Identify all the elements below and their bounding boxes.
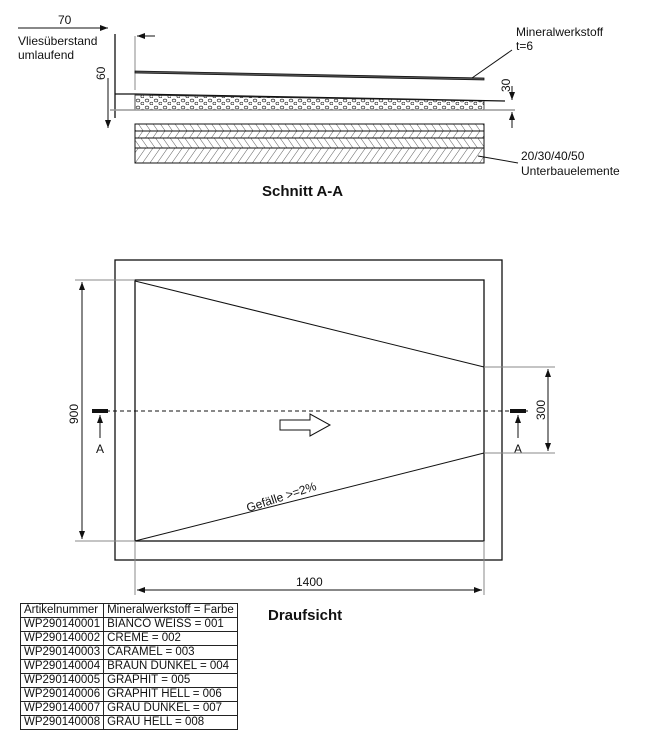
cell-article: WP290140001: [19, 617, 105, 632]
table-header: Artikelnummer Mineralwerkstoff = Farbe: [19, 603, 238, 618]
cell-article: WP290140002: [19, 631, 105, 646]
cell-article: WP290140007: [19, 701, 105, 716]
section-mark-left: A: [96, 442, 104, 456]
cell-color: BIANCO WEISS = 001: [103, 617, 238, 632]
base-elements: [134, 123, 485, 164]
base-label-2: Unterbauelemente: [521, 164, 620, 178]
section-mark-right: A: [514, 442, 522, 456]
section-view: 70 Vliesüberstand umlaufend 60 30 Minera…: [18, 13, 620, 200]
cell-color: GRAPHIT HELL = 006: [103, 687, 238, 702]
dim-depth: 900: [67, 404, 81, 424]
cell-article: WP290140006: [19, 687, 105, 702]
cell-color: CREME = 002: [103, 631, 238, 646]
cell-color: GRAPHIT = 005: [103, 673, 238, 688]
dim-drain: 300: [534, 400, 548, 420]
cell-article: WP290140008: [19, 715, 105, 730]
cell-article: WP290140004: [19, 659, 105, 674]
flow-arrow-icon: [279, 413, 332, 437]
plan-view: A A Gefälle >=2% 900 300 1400 Draufsicht: [67, 259, 555, 624]
material-label-2: t=6: [516, 39, 533, 53]
dim-height-right: 30: [499, 78, 513, 92]
cell-color: BRAUN DUNKEL = 004: [103, 659, 238, 674]
overhang-label-1: Vliesüberstand: [18, 34, 97, 48]
section-title: Schnitt A-A: [262, 183, 343, 200]
dim-height-left: 60: [94, 66, 108, 80]
header-article: Artikelnummer: [19, 603, 105, 618]
color-table: Artikelnummer Mineralwerkstoff = Farbe W…: [19, 603, 238, 730]
cell-color: GRAU DUNKEL = 007: [103, 701, 238, 716]
base-label-1: 20/30/40/50: [521, 149, 585, 163]
overhang-label-2: umlaufend: [18, 48, 74, 62]
plan-title: Draufsicht: [268, 607, 342, 624]
dim-width: 1400: [296, 575, 323, 589]
cell-color: GRAU HELL = 008: [103, 715, 238, 730]
header-color: Mineralwerkstoff = Farbe: [103, 603, 238, 618]
slope-label: Gefälle >=2%: [245, 479, 319, 515]
cell-article: WP290140003: [19, 645, 105, 660]
cell-color: CARAMEL = 003: [103, 645, 238, 660]
cell-article: WP290140005: [19, 673, 105, 688]
material-label-1: Mineralwerkstoff: [516, 25, 604, 39]
mineral-layer: [134, 70, 485, 81]
dim-overhang: 70: [58, 13, 72, 27]
